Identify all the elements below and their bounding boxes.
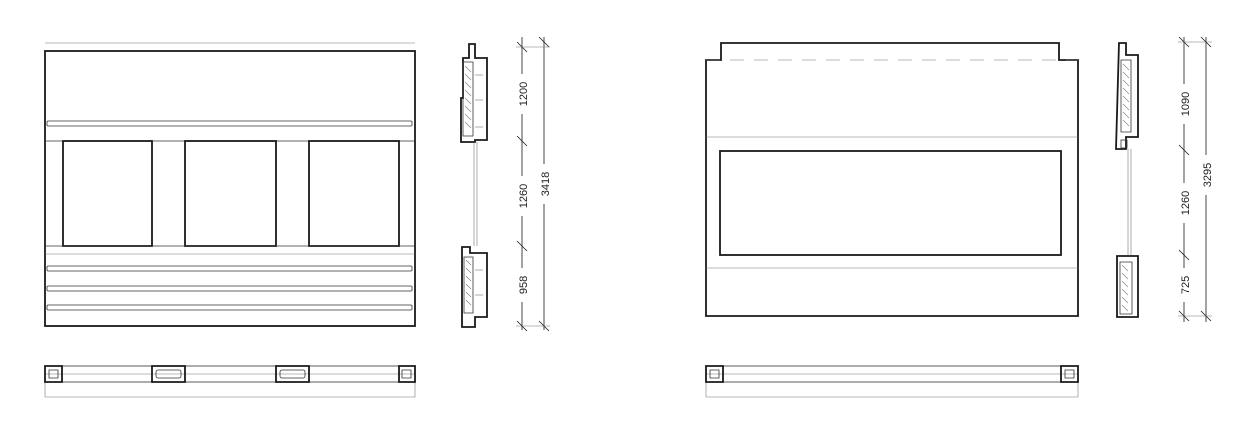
- dim-left-middle: 1260: [518, 184, 530, 208]
- left-panel-section: [460, 43, 488, 328]
- left-panel-plan: [44, 365, 416, 398]
- dim-label-mask: [515, 268, 529, 302]
- dim-label-mask: [1177, 183, 1191, 223]
- dim-label-mask: [537, 164, 551, 204]
- dim-left-top: 1200: [518, 82, 530, 106]
- left-panel-elevation: [44, 42, 416, 327]
- dim-right-total: 3295: [1202, 163, 1214, 187]
- dim-left-bottom: 958: [518, 276, 530, 294]
- right-panel-section: [1115, 42, 1139, 318]
- right-panel-plan: [705, 365, 1079, 398]
- dim-right-bottom: 725: [1180, 276, 1192, 294]
- dim-label-mask: [1177, 268, 1191, 302]
- dim-label-mask: [515, 74, 529, 114]
- dim-label-mask: [1177, 84, 1191, 124]
- dim-right-top: 1090: [1180, 92, 1192, 116]
- dim-label-mask: [515, 176, 529, 216]
- dim-left-total: 3418: [540, 172, 552, 196]
- right-panel-elevation: [705, 42, 1079, 317]
- dim-label-mask: [1199, 155, 1213, 195]
- dim-right-middle: 1260: [1180, 191, 1192, 215]
